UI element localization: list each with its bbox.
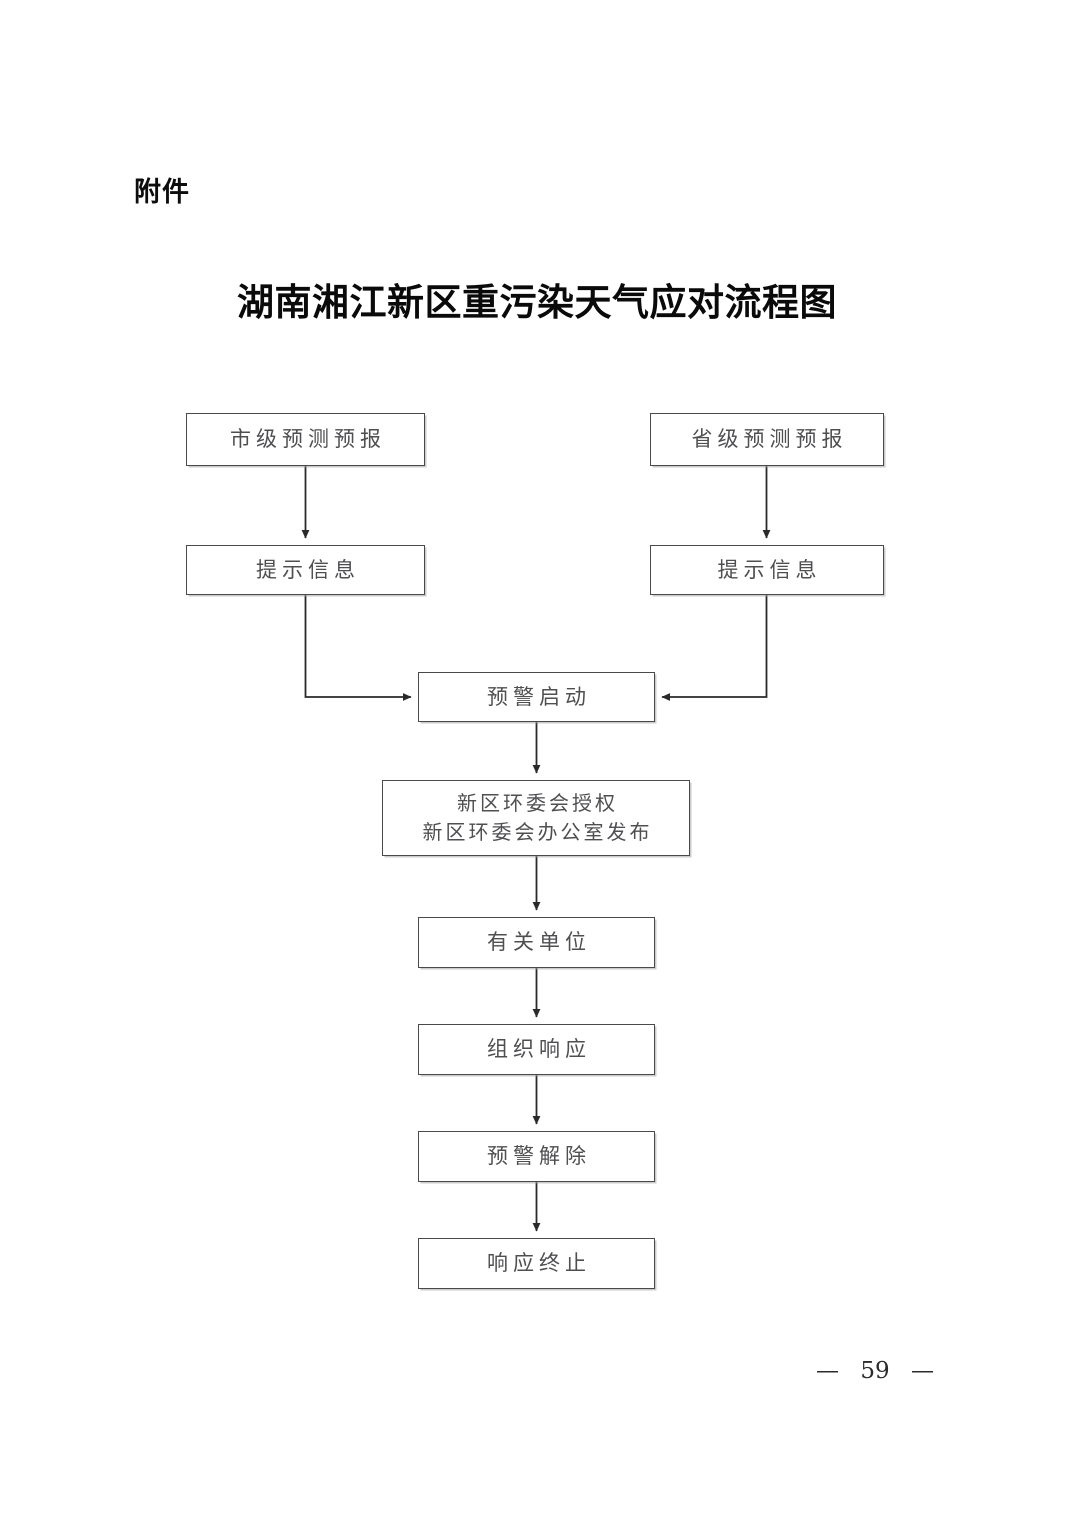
page-title: 湖南湘江新区重污染天气应对流程图: [237, 280, 837, 324]
flow-node-label: 提示信息: [717, 557, 822, 582]
footer-dash-left: —: [816, 1358, 840, 1384]
flow-node-relevant-units[interactable]: 有关单位: [418, 917, 655, 968]
page-number: 59: [860, 1358, 890, 1384]
flow-node-warning-lifted[interactable]: 预警解除: [418, 1131, 655, 1182]
flow-node-label: 提示信息: [256, 557, 360, 582]
flow-node-warning-start[interactable]: 预警启动: [418, 672, 655, 722]
footer-dash-right: —: [910, 1358, 934, 1384]
flow-node-province-notice[interactable]: 提示信息: [650, 545, 884, 595]
flow-node-label-line-1: 新区环委会授权: [457, 791, 618, 815]
flow-node-label: 响应终止: [487, 1251, 591, 1276]
page-footer: — 59 —: [760, 1358, 990, 1384]
flow-node-response-end[interactable]: 响应终止: [418, 1238, 655, 1289]
flow-node-city-forecast[interactable]: 市级预测预报: [186, 413, 425, 466]
flow-node-label: 有关单位: [487, 930, 591, 955]
flow-node-province-forecast[interactable]: 省级预测预报: [650, 413, 884, 466]
flow-node-label: 预警启动: [487, 684, 591, 709]
flow-node-city-notice[interactable]: 提示信息: [186, 545, 425, 595]
flow-node-label: 组织响应: [487, 1037, 591, 1062]
flow-node-label: 预警解除: [487, 1144, 591, 1169]
flow-node-label: 省级预测预报: [691, 427, 848, 452]
flow-node-organize-response[interactable]: 组织响应: [418, 1024, 655, 1075]
attachment-label: 附件: [134, 177, 190, 208]
edge-city-notice-to-warning-start: [304, 595, 412, 701]
flow-node-authorize-release[interactable]: 新区环委会授权 新区环委会办公室发布: [382, 780, 690, 856]
flow-node-label-line-2: 新区环委会办公室发布: [422, 820, 653, 844]
flow-node-label: 市级预测预报: [230, 427, 386, 452]
edge-province-notice-to-warning-start: [661, 595, 768, 701]
